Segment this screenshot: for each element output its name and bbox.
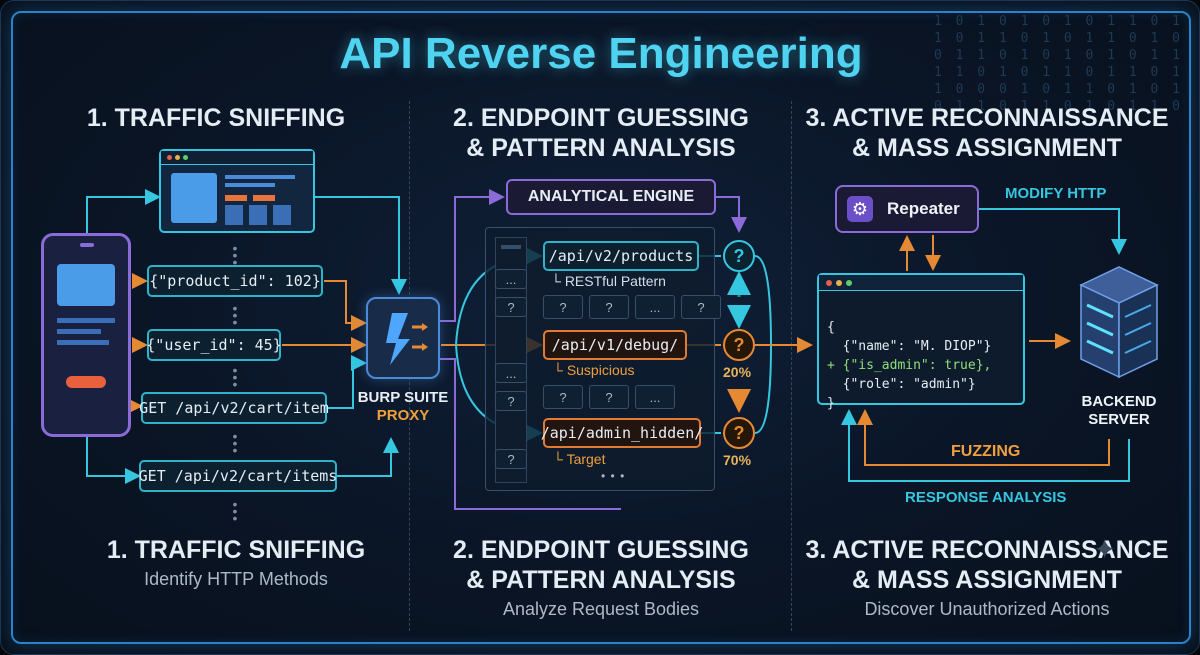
unknown-cell: ? [589,385,629,409]
request-box: {"product_id": 102} [147,265,323,297]
fuzzing-label: FUZZING [951,443,1021,460]
request-box: {"user_id": 45} [146,329,282,361]
endpoint-note-text: Target [566,451,606,467]
section2-heading-line1: 2. ENDPOINT GUESSING [453,104,749,132]
flow-dots: ••• [232,496,238,526]
probability-label: 70% [723,452,752,468]
endpoint-note: └ Suspicious [553,362,635,378]
code-line: { [827,320,835,335]
frame-border [11,11,1191,644]
endpoint-note-text: Suspicious [566,362,635,378]
section3-footer-line1: 3. ACTIVE RECONNAISSANCE [805,536,1169,564]
analytical-engine-label: ANALYTICAL ENGINE [527,188,695,205]
flow-dots: ••• [232,428,238,458]
unknown-cell: ? [589,295,629,319]
endpoint-admin-hidden: /api/admin_hidden/ [541,418,703,448]
browser-window-icon [159,149,315,233]
unknown-cell: ? [495,297,527,317]
endpoint-note-text: RESTful Pattern [564,273,666,289]
burp-suite-icon [366,297,440,379]
code-editor: { {"name": "M. DIOP"} + {"is_admin": true… [817,273,1025,411]
section1-footer-sub: Identify HTTP Methods [144,569,328,589]
section3-footer-heading: 3. ACTIVE RECONNAISSANCE & MASS ASSIGNME… [793,535,1181,595]
unknown-cell: ? [495,449,527,469]
section2-footer-line2: & PATTERN ANALYSIS [466,566,736,594]
section2-footer-sub: Analyze Request Bodies [502,599,700,619]
request-box: GET /api/v2/cart/items [139,460,337,492]
unknown-cell: ... [635,295,675,319]
proxy-label: BURP SUITE [357,389,449,406]
sparkle-icon: ✦ [1093,534,1117,565]
section1-heading: 1. TRAFFIC SNIFFING [86,104,346,132]
endpoint-products: /api/v2/products [543,241,699,271]
section1-footer-heading: 1. TRAFFIC SNIFFING [106,536,366,564]
code-line-added: + {"is_admin": true}, [827,358,992,373]
modify-http-label: MODIFY HTTP [1005,185,1107,202]
question-circle-icon: ? [723,329,755,361]
question-circle-icon: ? [723,417,755,449]
flow-dots: ••• [232,362,238,392]
section2-footer-heading: 2. ENDPOINT GUESSING & PATTERN ANALYSIS [411,535,791,595]
phone-icon [41,233,131,437]
flow-dots: ••• [232,240,238,270]
question-circle-icon: ? [723,240,755,272]
backend-label-line1: BACKEND [1081,393,1157,410]
section-divider-2 [791,101,792,631]
unknown-cell: ... [495,363,527,383]
repeater-box: ⚙ Repeater [835,185,979,233]
gear-icon: ⚙ [847,196,873,222]
probability-label: 20% [723,364,752,380]
unknown-cell: ... [635,385,675,409]
code-line: {"role": "admin"} [827,377,976,392]
code-line: } [827,396,835,411]
section3-heading: 3. ACTIVE RECONNAISSANCE & MASS ASSIGNME… [793,103,1181,163]
flow-dots: ••• [232,300,238,330]
request-box: GET /api/v2/cart/item [139,392,329,424]
server-icon [1071,257,1167,387]
unknown-cell: ? [681,295,721,319]
backend-label-line2: SERVER [1088,411,1150,428]
binary-background: 1 0 1 0 1 0 1 0 1 1 0 1 1 0 1 1 0 1 0 1 … [933,14,1183,114]
scroll-handle [501,245,521,249]
section3-heading-line2: & MASS ASSIGNMENT [852,134,1122,162]
unknown-cell: ... [495,269,527,289]
backend-server-label: BACKEND SERVER [1059,393,1179,429]
proxy-label-accent: PROXY [376,407,430,424]
section2-heading-line2: & PATTERN ANALYSIS [466,134,736,162]
page-title: API Reverse Engineering [339,29,863,78]
section2-heading: 2. ENDPOINT GUESSING & PATTERN ANALYSIS [411,103,791,163]
endpoint-note: └ Target [553,451,606,467]
unknown-cell: ? [495,391,527,411]
code-line: {"name": "M. DIOP"} [827,339,992,354]
unknown-cell: ? [543,385,583,409]
endpoint-note: └ RESTful Pattern [551,273,666,289]
section3-footer-line2: & MASS ASSIGNMENT [852,566,1122,594]
analytical-engine-box: ANALYTICAL ENGINE [506,179,716,215]
section2-footer-line1: 2. ENDPOINT GUESSING [453,536,749,564]
more-dots: • • • [601,469,626,483]
endpoint-debug: /api/v1/debug/ [543,330,687,360]
section3-footer-sub: Discover Unauthorized Actions [864,599,1110,619]
response-analysis-label: RESPONSE ANALYSIS [905,489,1067,506]
section3-heading-line1: 3. ACTIVE RECONNAISSANCE [805,104,1169,132]
repeater-label: Repeater [887,199,960,218]
unknown-cell: ? [543,295,583,319]
